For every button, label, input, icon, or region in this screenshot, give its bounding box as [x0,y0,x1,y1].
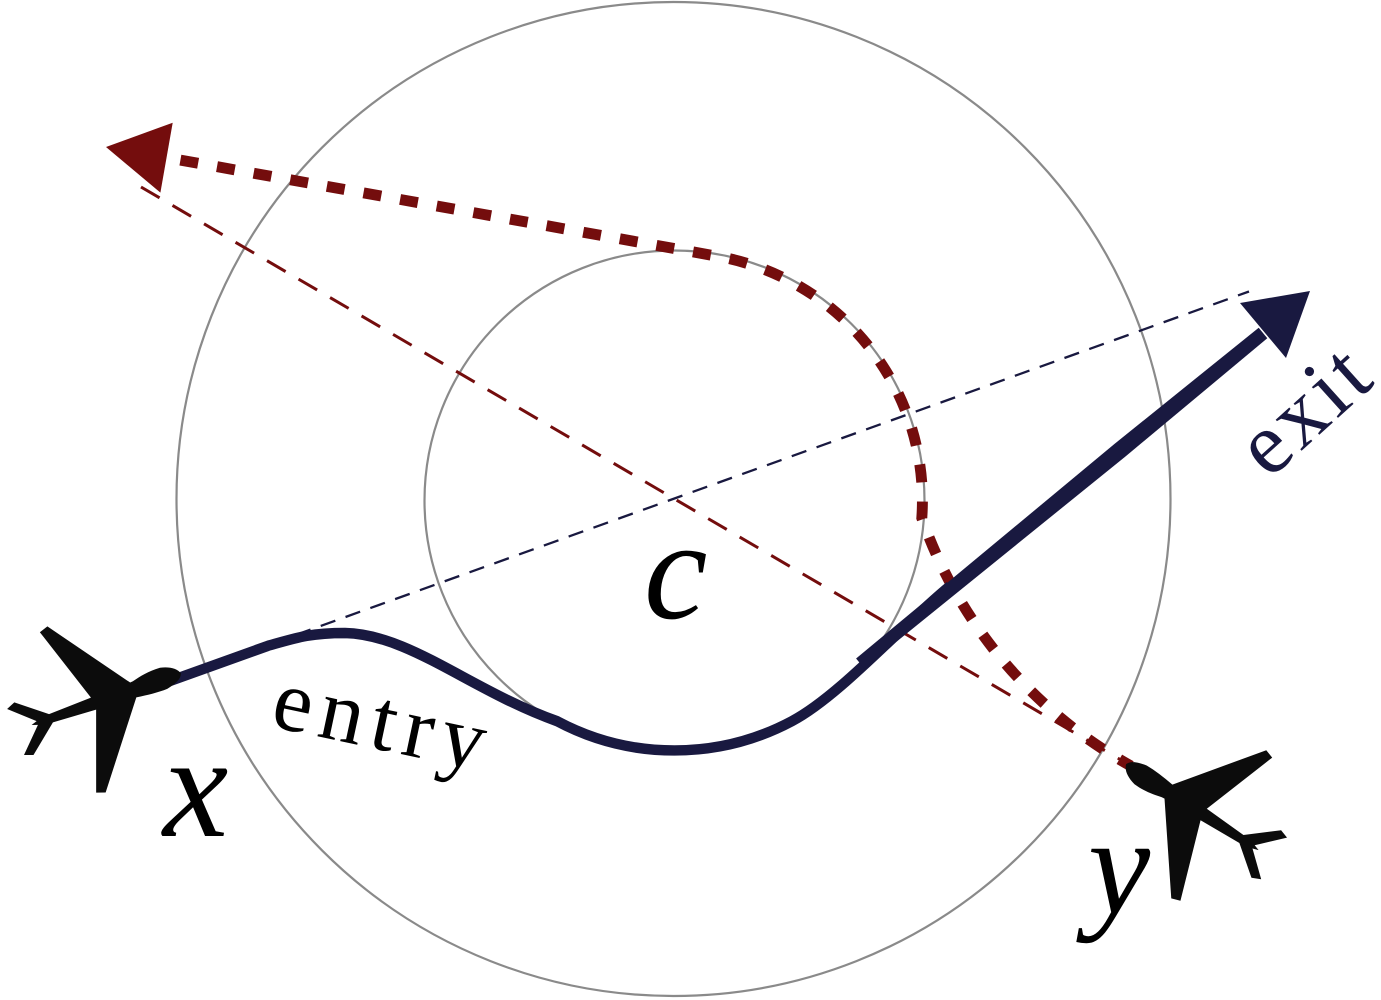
svg-text:entry: entry [265,651,504,792]
svg-text:y: y [1076,789,1151,944]
svg-text:x: x [161,705,228,868]
svg-text:c: c [644,491,707,649]
